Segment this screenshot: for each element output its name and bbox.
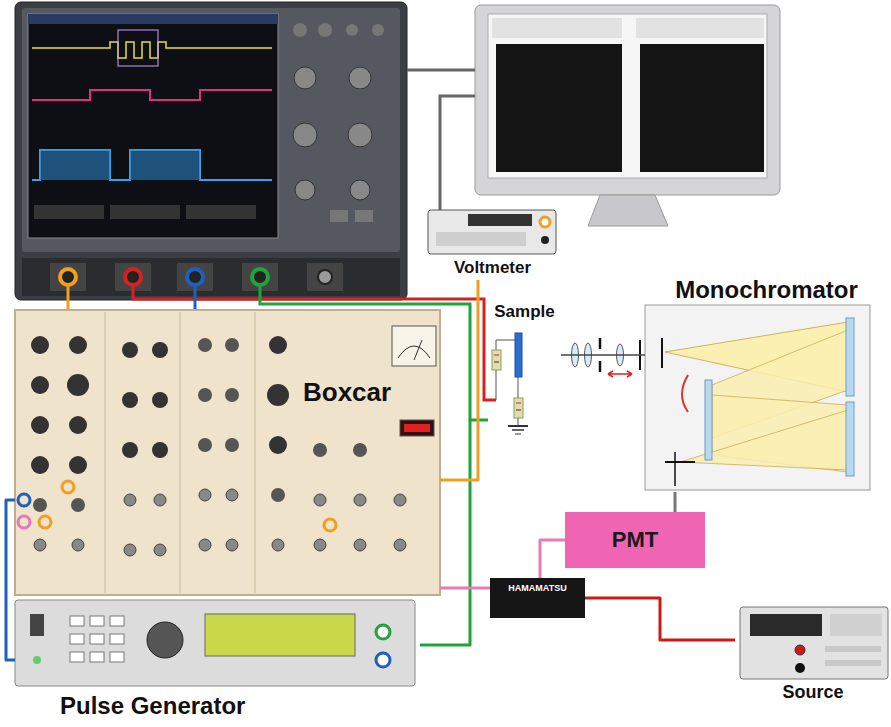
signal-wire xyxy=(67,286,70,310)
power-cable xyxy=(585,598,735,640)
trigger-wire xyxy=(6,500,15,660)
sample-box: Sample xyxy=(488,302,561,437)
signal-wire xyxy=(194,286,197,310)
boxcar-device xyxy=(15,310,440,595)
source-meter-device xyxy=(740,607,888,679)
instrument-box: Boxcar xyxy=(15,310,440,595)
monochromator-device xyxy=(645,305,870,490)
detector-mount xyxy=(674,492,677,512)
sample-circuit xyxy=(492,333,528,434)
instrument-box: Source xyxy=(735,605,891,705)
detector-box: PMT xyxy=(565,512,705,568)
sample-label: Sample xyxy=(494,302,554,322)
instrument-box: Pulse Generator xyxy=(15,598,420,723)
amplifier-box: HAMAMATSU xyxy=(490,578,585,618)
signal-wire xyxy=(540,540,565,578)
oscilloscope xyxy=(15,2,407,300)
instrument-label: Pulse Generator xyxy=(60,692,245,720)
voltmeter-device xyxy=(428,210,556,254)
instrument-box: Voltmeter xyxy=(425,208,560,280)
usb-cable xyxy=(440,96,475,210)
instrument-label: Boxcar xyxy=(303,378,391,408)
instrument-label: Source xyxy=(782,682,843,703)
pulse-generator-device xyxy=(15,600,415,686)
instrument-label: Voltmeter xyxy=(454,258,531,278)
light-path xyxy=(561,354,645,356)
usb-cable xyxy=(407,69,475,72)
brand-label: HAMAMATSU xyxy=(508,583,566,593)
detector-label: PMT xyxy=(612,527,658,552)
computer-monitor xyxy=(475,5,780,226)
signal-wire xyxy=(440,280,478,480)
signal-wire xyxy=(440,587,490,590)
collection-optics xyxy=(572,338,641,377)
instrument-label: Monochromator xyxy=(675,276,858,304)
instrument-box: Monochromator xyxy=(645,276,888,492)
